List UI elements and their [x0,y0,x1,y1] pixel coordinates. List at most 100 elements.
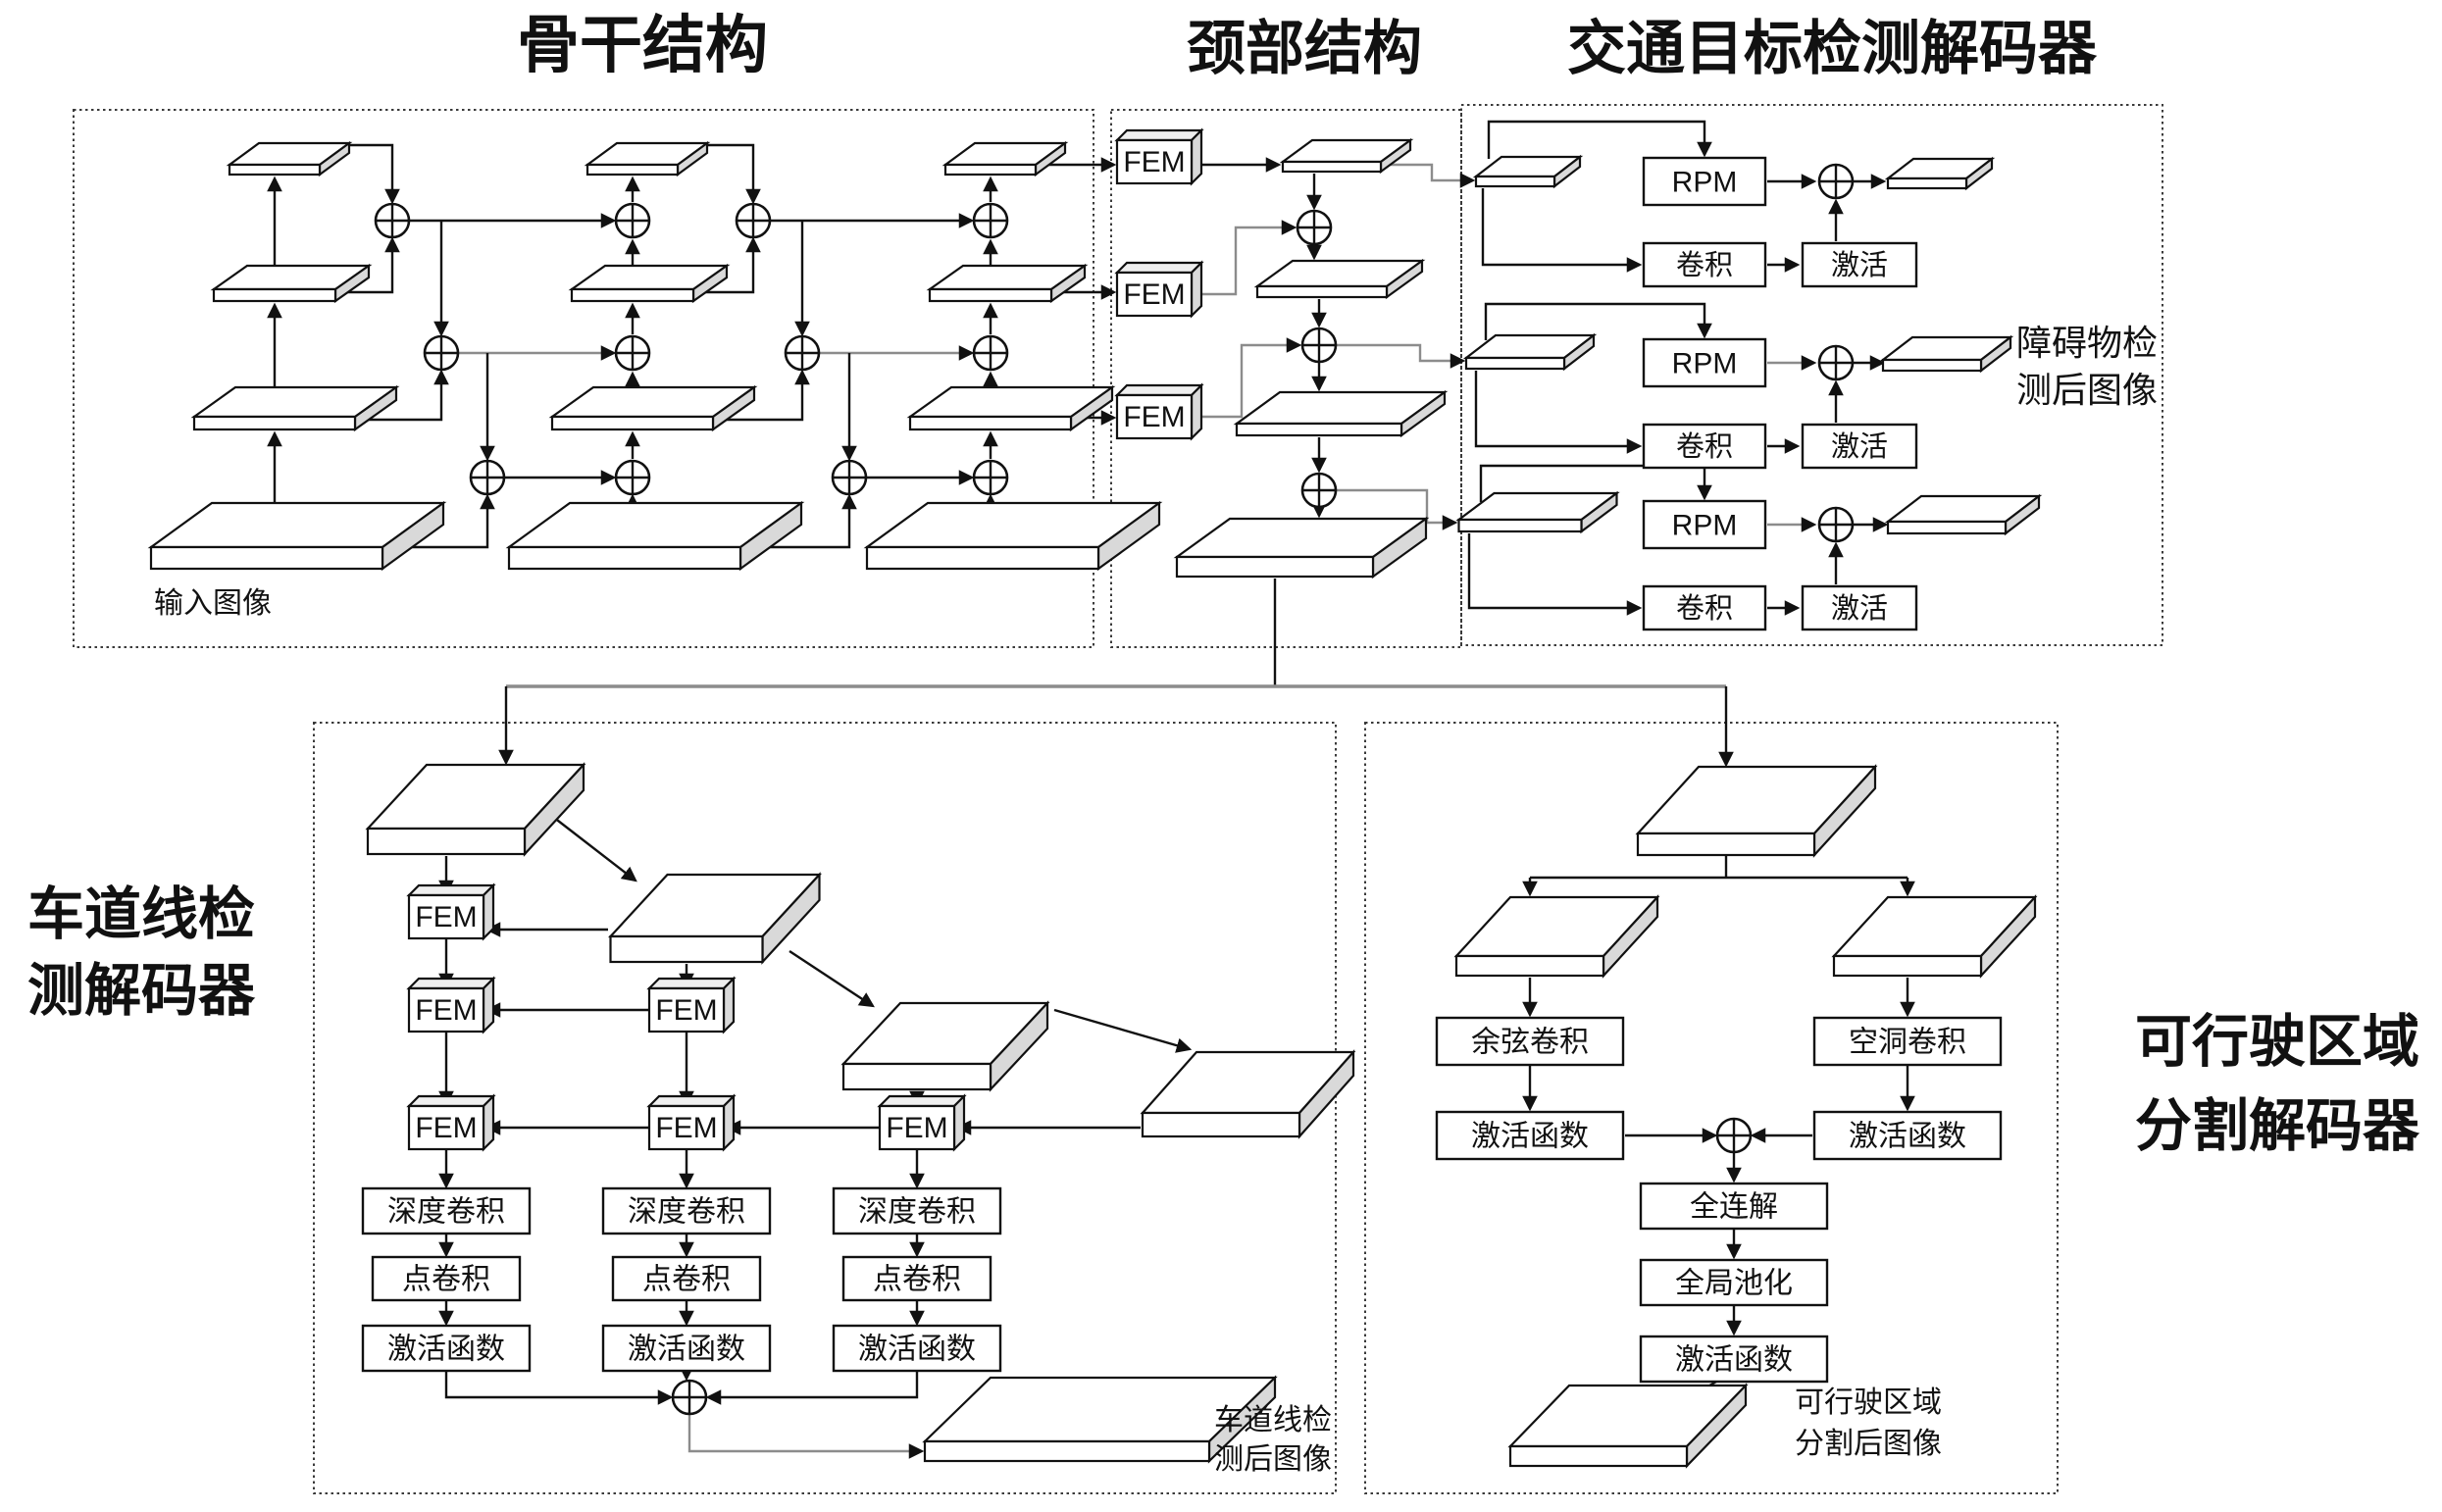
fem-label: FEM [1123,278,1185,311]
cosine-conv-box: 余弦卷积 [1435,1016,1625,1067]
backbone-t1-input-slab [147,500,447,572]
fem-block: FEM [406,882,496,941]
connector [355,369,449,422]
slab-front-face [1141,1111,1301,1138]
pointwise-conv-box-2-label: 点卷积 [642,1264,731,1296]
act-box-2-label: 激活 [1831,430,1888,463]
fem-block: FEM [1114,382,1204,441]
fem-side-face [952,1093,966,1152]
lane-slab-1 [365,762,586,857]
fem-block: FEM [646,1093,737,1152]
fem-top-face [877,1094,967,1108]
fem-side-face [482,882,495,941]
slab-front-face [609,934,764,964]
slab-front-face [192,415,357,431]
fem-top-face [646,977,737,990]
add-op-icon [423,334,460,372]
slab-front-face [928,287,1053,303]
fem-front-face [407,893,485,940]
activation-fn-box-3: 激活函数 [832,1324,1002,1373]
fem-front-face [1115,393,1194,440]
activation-fn-box-2: 激活函数 [601,1324,772,1373]
pointwise-conv-box-3: 点卷积 [841,1255,992,1302]
lane-decoder-region-box [313,722,1337,1494]
depthwise-conv-box-1-label: 深度卷积 [387,1196,505,1229]
add-op-icon [671,1379,708,1416]
slab-front-face [1881,358,1983,373]
fem-side-face [722,1093,736,1152]
act-box-3-rect [1801,584,1918,631]
fem-label: FEM [415,1112,477,1144]
conv-box-3-rect [1642,584,1767,631]
connector [789,949,875,1008]
activation-fn-box-right: 激活函数 [1812,1110,2003,1161]
slab-front-face [865,545,1100,571]
global-pool-box-label: 全局池化 [1675,1268,1793,1300]
connector [1479,464,1712,502]
act-box-1-rect [1801,241,1918,288]
connector [1194,337,1302,419]
add-op-icon [469,459,506,496]
connector [1194,220,1297,296]
connector-arrows [267,120,1915,1459]
rpm-box-2-rect [1642,337,1767,388]
fem-front-face [647,986,726,1033]
slab-front-face [923,1439,1211,1463]
slab-front-face [585,163,680,176]
fem-label: FEM [415,994,477,1027]
traffic-out-slab-1 [1884,156,1996,191]
backbone-t1-l4-slab [226,140,353,177]
fem-side-face [482,976,495,1034]
neck-region-box [1110,109,1462,648]
depthwise-conv-box-3-rect [832,1186,1002,1235]
traffic-in-slab-1 [1472,154,1584,189]
fem-block: FEM [1114,127,1204,186]
fem-front-face [647,1104,726,1151]
conv-box-3-label: 卷积 [1676,592,1733,625]
pointwise-conv-box-1: 点卷积 [371,1255,522,1302]
drivable-left-slab [1453,894,1660,979]
fc-box-label: 全连解 [1690,1191,1778,1224]
activation-fn-box-1: 激活函数 [361,1324,532,1373]
backbone-t2-l2-slab [548,384,758,432]
fem-label: FEM [1123,401,1185,433]
slab-front-face [212,287,337,303]
obstacle-output-label-line2: 测后图像 [2016,370,2158,410]
backbone-t3-l2-slab [906,384,1116,432]
slab-front-face [943,163,1038,176]
slab-front-face [1464,356,1566,371]
slab-front-face [1235,422,1403,437]
drivable-decoder-region-box [1364,722,2059,1494]
drivable-output-slab [1507,1383,1749,1469]
connector [1336,343,1466,369]
lane-output-slab [922,1375,1278,1464]
backbone-region-box [73,109,1094,648]
add-op-icon [972,334,1009,372]
slab-front-face [507,545,742,571]
drivable-right-slab [1831,894,2038,979]
neck-p5-slab [1279,137,1414,175]
backbone-t1-l3-slab [210,263,373,304]
fem-front-face [407,986,485,1033]
activation-fn-box-final-rect [1639,1335,1829,1384]
depthwise-conv-box-2: 深度卷积 [601,1186,772,1235]
fem-front-face [878,1104,956,1151]
slab-front-face [550,415,715,431]
slab-front-face [1255,284,1389,299]
activation-fn-box-final-label: 激活函数 [1675,1344,1793,1377]
activation-fn-box-1-label: 激活函数 [387,1334,505,1366]
title-traffic: 交通目标检测解码器 [1567,16,2098,81]
title-neck: 颈部结构 [1187,16,1422,81]
backbone-t3-l3-slab [926,263,1089,304]
depthwise-conv-box-3-label: 深度卷积 [858,1196,976,1229]
act-box-3-label: 激活 [1831,592,1888,625]
global-pool-box-rect [1639,1258,1829,1307]
connector [548,813,637,882]
act-box-3: 激活 [1801,584,1918,631]
activation-fn-box-1-rect [361,1324,532,1373]
fem-block: FEM [1114,260,1204,319]
slab-front-face [908,415,1073,431]
connector [444,1371,674,1405]
rpm-box-2-label: RPM [1672,348,1738,380]
slab-front-face [228,163,322,176]
